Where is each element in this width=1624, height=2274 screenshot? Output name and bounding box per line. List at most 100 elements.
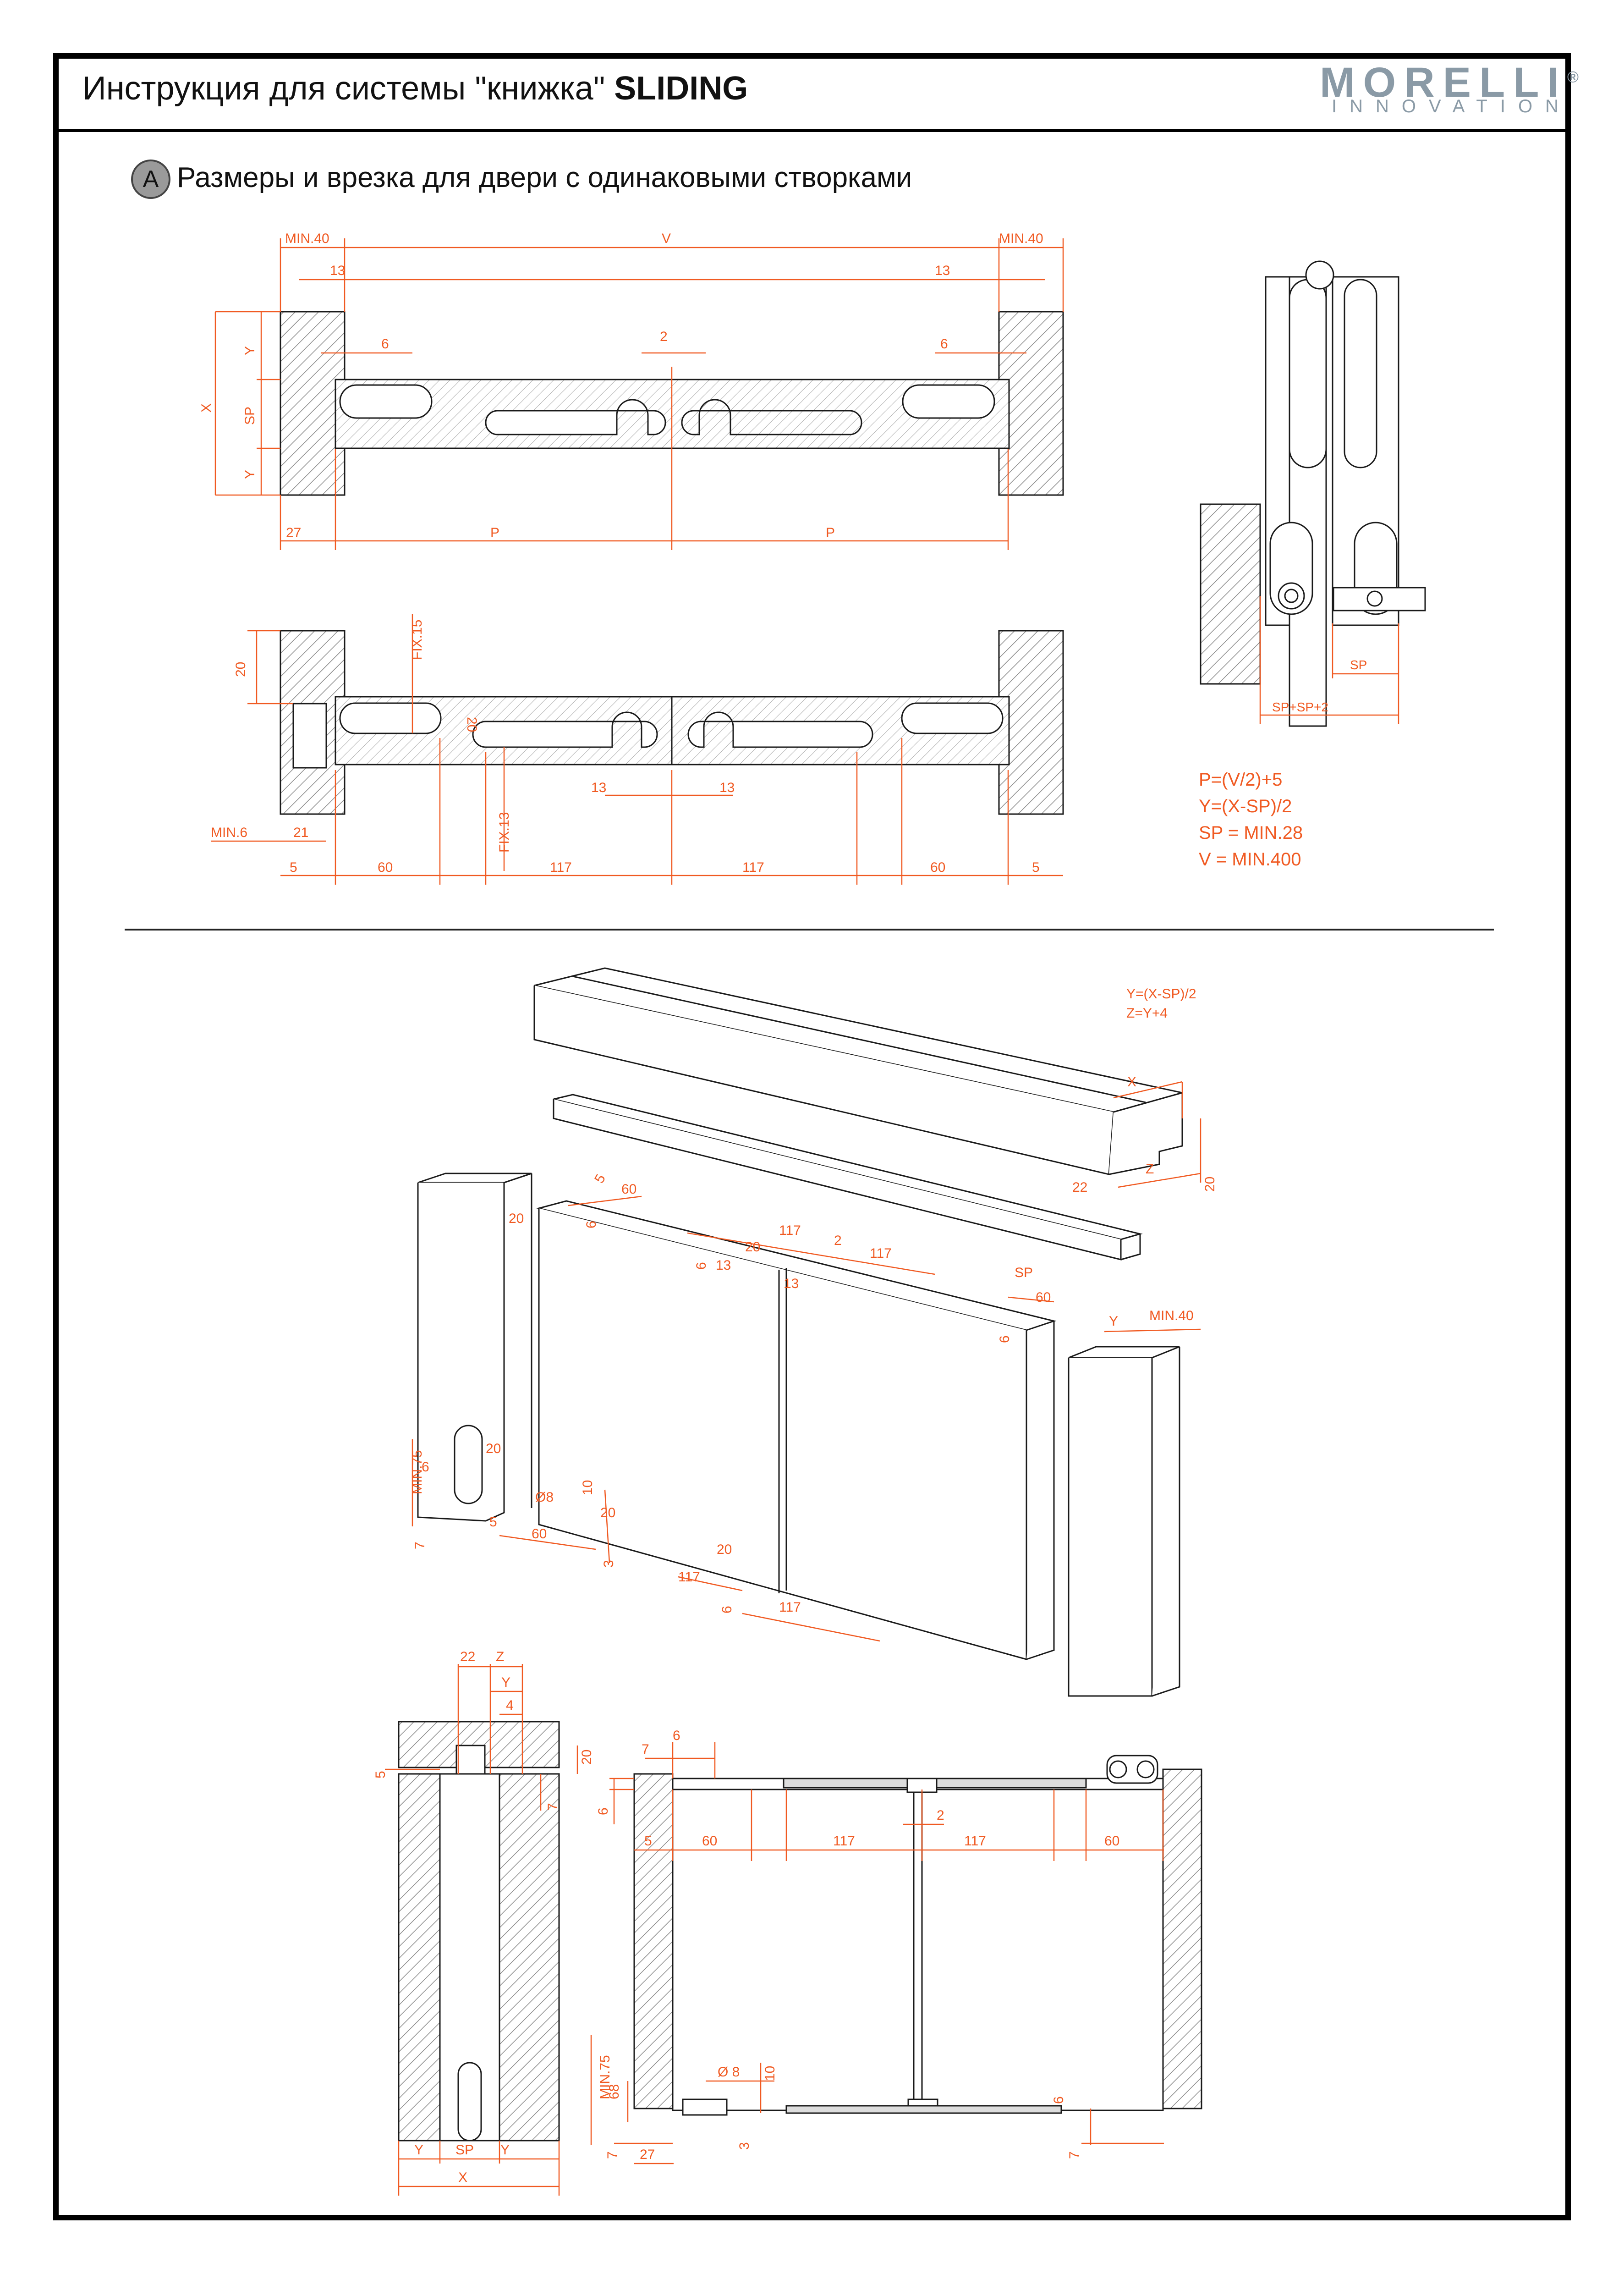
iso-60-top: 60 xyxy=(621,1182,636,1197)
bottom-plan-view xyxy=(280,630,1064,815)
iso-2: 2 xyxy=(834,1233,842,1248)
sec-sp: SP xyxy=(455,2142,474,2158)
dim-60-left: 60 xyxy=(378,860,393,875)
dim-13-left: 13 xyxy=(330,263,345,278)
iso-y: Y xyxy=(1109,1314,1118,1329)
fv-5: 5 xyxy=(644,1834,652,1849)
sec-7: 7 xyxy=(545,1803,560,1811)
top-plan-labels: MIN.40 V MIN.40 13 13 6 2 6 X Y SP Y 27 … xyxy=(199,231,1043,540)
slot-right xyxy=(902,384,995,419)
slot-left xyxy=(339,384,433,419)
isometric-labels: X Z 22 20 60 20 6 5 117 2 117 20 6 13 13… xyxy=(410,1074,1218,1615)
bottom-plan-labels: FIX.15 20 20 13 13 MIN.6 21 FIX.13 5 60 … xyxy=(211,620,1040,875)
formula-line: P=(V/2)+5 xyxy=(1199,770,1283,790)
dim-13-b: 13 xyxy=(719,780,735,795)
dim-20-left: 20 xyxy=(233,662,248,677)
fv-2: 2 xyxy=(937,1808,944,1823)
iso-min75: MIN.75 xyxy=(410,1450,425,1494)
dim-sp-side: SP xyxy=(1350,658,1367,672)
section-view xyxy=(398,1721,560,2142)
dim-v: V xyxy=(662,231,671,246)
dim-y-bottom: Y xyxy=(242,470,258,479)
dim-p-left: P xyxy=(490,525,499,540)
dim-sp-total: SP+SP+2 xyxy=(1272,700,1328,714)
iso-z: Z xyxy=(1146,1162,1154,1177)
dim-13-right: 13 xyxy=(935,263,950,278)
iso-22: 22 xyxy=(1072,1180,1087,1195)
dim-5-right: 5 xyxy=(1032,860,1040,875)
formula-block-main: P=(V/2)+5 Y=(X-SP)/2 SP = MIN.28 V = MIN… xyxy=(1199,766,1303,873)
fv-117-right: 117 xyxy=(964,1834,986,1849)
iso-117-d: 117 xyxy=(779,1600,801,1615)
iso-20-rail: 20 xyxy=(1202,1177,1218,1192)
fv-10: 10 xyxy=(763,2066,778,2081)
dim-117-right: 117 xyxy=(742,860,764,875)
dim-min6: MIN.6 xyxy=(211,825,247,840)
iso-20-d: 20 xyxy=(717,1542,732,1557)
fv-7: 7 xyxy=(642,1742,649,1757)
iso-60-r: 60 xyxy=(1036,1290,1051,1305)
iso-6-l: 6 xyxy=(422,1459,429,1475)
iso-13-b: 13 xyxy=(784,1276,799,1291)
iso-sp: SP xyxy=(1015,1265,1033,1280)
section-badge: A xyxy=(131,160,170,199)
iso-10: 10 xyxy=(580,1480,595,1495)
right-jamb xyxy=(998,311,1064,496)
sec-y-left: Y xyxy=(414,2142,423,2158)
formula-block-iso: Y=(X-SP)/2 Z=Y+4 xyxy=(1126,985,1196,1023)
sec-y-right: Y xyxy=(500,2142,510,2158)
bottom-plan-dimensions xyxy=(211,614,1063,885)
front-view xyxy=(633,1755,1202,2116)
isometric-view xyxy=(417,967,1183,1697)
side-view-dimensions xyxy=(1259,596,1399,724)
slot-center-r xyxy=(681,399,862,435)
iso-min40: MIN.40 xyxy=(1149,1308,1194,1323)
iso-117-c: 117 xyxy=(678,1569,700,1585)
fv-68: 68 xyxy=(607,2084,622,2099)
dim-117-left: 117 xyxy=(550,860,572,875)
fv-60-right: 60 xyxy=(1104,1834,1119,1849)
logo-registered: ® xyxy=(1567,68,1587,86)
fv-60-left: 60 xyxy=(702,1834,717,1849)
dim-6-right: 6 xyxy=(940,336,948,352)
side-view xyxy=(1200,260,1426,727)
formula-line: V = MIN.400 xyxy=(1199,849,1301,870)
dim-x: X xyxy=(199,403,214,413)
left-jamb xyxy=(280,311,346,496)
dim-6-left: 6 xyxy=(381,336,389,352)
iso-117-b: 117 xyxy=(870,1246,892,1261)
section-view-dimensions xyxy=(385,1664,578,2196)
isometric-dimensions xyxy=(411,1081,1202,1642)
iso-20-b: 20 xyxy=(600,1505,615,1520)
iso-5-top: 5 xyxy=(592,1172,609,1186)
formula-line: Y=(X-SP)/2 xyxy=(1126,986,1196,1002)
fv-6-bottom: 6 xyxy=(1051,2096,1066,2104)
page-frame xyxy=(53,53,1571,2220)
left-jamb-iso xyxy=(417,1173,532,1184)
iso-6-d: 6 xyxy=(719,1606,735,1613)
iso-5-b: 5 xyxy=(489,1514,497,1530)
sec-20: 20 xyxy=(579,1750,594,1765)
iso-117-a: 117 xyxy=(779,1223,801,1238)
logo-main-text: MORELLI xyxy=(1320,59,1567,106)
fv-7-br: 7 xyxy=(1067,2151,1082,2159)
sec-z: Z xyxy=(496,1649,504,1664)
page-title: Инструкция для системы "книжка" SLIDING xyxy=(82,70,748,107)
dim-20-mid: 20 xyxy=(464,717,479,732)
dim-sp: SP xyxy=(242,407,258,425)
dim-min40-right: MIN.40 xyxy=(999,231,1043,246)
iso-20-top: 20 xyxy=(509,1211,524,1226)
iso-6-top: 6 xyxy=(584,1221,599,1228)
brand-logo-sub: INNOVATION xyxy=(1332,96,1571,116)
section-view-labels: 22 Z Y 4 20 5 7 Y SP Y X xyxy=(373,1649,594,2185)
slot-center xyxy=(485,399,666,435)
fv-d8: Ø 8 xyxy=(718,2065,740,2080)
dim-5-left: 5 xyxy=(290,860,297,875)
sec-4: 4 xyxy=(506,1698,514,1713)
iso-13-a: 13 xyxy=(716,1258,731,1273)
dim-27: 27 xyxy=(286,525,301,540)
dim-21: 21 xyxy=(293,825,308,840)
iso-3: 3 xyxy=(601,1560,616,1568)
iso-x: X xyxy=(1127,1074,1136,1090)
